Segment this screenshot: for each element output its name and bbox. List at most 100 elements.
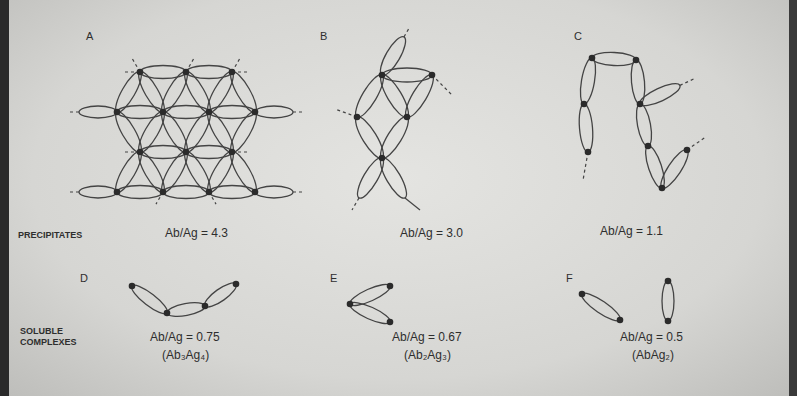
antibody-ellipse: [657, 146, 693, 191]
chain-c: [578, 52, 705, 192]
formula-label: (AbAg₂): [632, 348, 674, 362]
antigen-dot: [581, 101, 588, 108]
antibody-ellipse: [255, 186, 293, 198]
antigen-dot: [387, 319, 394, 326]
ratio-label: Ab/Ag = 0.67: [392, 330, 462, 344]
antibody-ellipse: [578, 103, 595, 152]
antigen-dot: [114, 109, 121, 116]
antigen-dot: [665, 318, 672, 325]
antibody-ellipse: [163, 106, 209, 119]
antibody-ellipse: [348, 299, 393, 328]
antibody-ellipse: [203, 149, 237, 195]
antibody-ellipse: [376, 113, 413, 161]
antibody-ellipse: [376, 71, 413, 120]
antibody-ellipse: [348, 281, 393, 310]
lattice-continuation: [583, 152, 588, 180]
antibody-ellipse: [376, 33, 410, 78]
antibody-ellipse: [634, 103, 655, 147]
antigen-dot: [684, 147, 691, 154]
antibody-ellipse: [117, 106, 163, 119]
page-edge: [789, 0, 797, 396]
lattice-continuation: [432, 75, 453, 96]
antibody-ellipse: [226, 109, 260, 155]
antibody-ellipse: [351, 71, 388, 120]
antibody-ellipse: [592, 52, 637, 67]
antigen-dot: [129, 283, 136, 290]
antigen-dot: [229, 69, 236, 76]
antibody-ellipse: [637, 80, 682, 110]
antibody-ellipse: [186, 66, 232, 79]
page-edge: [0, 0, 9, 396]
antigen-dot: [137, 149, 144, 156]
lattice-a: [67, 58, 305, 204]
antibody-ellipse: [111, 109, 145, 155]
ratio-label: Ab/Ag = 0.75: [150, 330, 220, 344]
antibody-ellipse: [134, 109, 168, 155]
antigen-dot: [183, 69, 190, 76]
lattice-b: [336, 28, 453, 210]
antibody-ellipse: [140, 146, 186, 159]
antibody-ellipse: [226, 149, 260, 195]
antibody-ellipse: [117, 186, 163, 199]
panel-letter: D: [80, 272, 88, 285]
antibody-ellipse: [255, 106, 293, 118]
antigen-dot: [633, 57, 640, 64]
panel-letter: E: [330, 272, 337, 285]
antibody-ellipse: [128, 281, 170, 318]
lattice-line: [405, 198, 420, 210]
antibody-ellipse: [79, 106, 117, 118]
lattice-continuation: [293, 111, 305, 112]
antigen-dot: [379, 155, 386, 162]
antibody-ellipse: [163, 186, 209, 199]
antibody-ellipse: [226, 69, 260, 115]
panel-letter: F: [566, 272, 573, 285]
panel-letter: A: [86, 30, 93, 43]
antigen-dot: [354, 114, 361, 121]
antigen-dot: [659, 185, 666, 192]
antibody-ellipse: [180, 149, 214, 195]
antigen-dot: [160, 189, 167, 196]
antibody-ellipse: [578, 57, 599, 105]
antigen-dot: [206, 189, 213, 196]
antibody-ellipse: [111, 149, 145, 195]
antibody-ellipse: [203, 109, 237, 155]
antigen-dot: [347, 301, 354, 308]
row-heading: SOLUBLE COMPLEXES: [20, 326, 100, 348]
ratio-label: Ab/Ag = 0.5: [620, 330, 683, 344]
antibody-ellipse: [209, 186, 255, 199]
antibody-ellipse: [166, 300, 206, 319]
antigen-dot: [114, 189, 121, 196]
antibody-ellipse: [186, 146, 232, 159]
antibody-ellipse: [202, 279, 240, 311]
antigen-dot: [579, 291, 586, 298]
antibody-ellipse: [134, 69, 168, 115]
antigen-dot: [665, 278, 672, 285]
antigen-dot: [252, 189, 259, 196]
ratio-label: Ab/Ag = 4.3: [165, 226, 228, 240]
antigen-dot: [387, 283, 394, 290]
complex-e: [347, 281, 394, 328]
antibody-ellipse: [642, 144, 668, 190]
ratio-label: Ab/Ag = 3.0: [400, 226, 463, 240]
antigen-dot: [617, 317, 624, 324]
antibody-ellipse: [382, 68, 432, 82]
panel-letter: B: [320, 30, 327, 43]
antigen-dot: [585, 149, 592, 156]
antibody-ellipse: [401, 71, 438, 120]
antigen-dot: [206, 109, 213, 116]
antibody-ellipse: [111, 69, 145, 115]
antibody-ellipse: [209, 106, 255, 119]
antibody-ellipse: [579, 289, 624, 325]
lattice-continuation: [680, 79, 695, 86]
antibody-ellipse: [79, 186, 117, 198]
lattice-continuation: [67, 111, 79, 112]
lattice-continuation: [293, 191, 305, 192]
complex-f: [579, 278, 674, 325]
complex-d: [128, 279, 239, 319]
antigen-dot: [379, 72, 386, 79]
ratio-label: Ab/Ag = 1.1: [600, 224, 663, 238]
row-heading: PRECIPITATES: [18, 230, 82, 241]
lattice-continuation: [404, 28, 409, 37]
antibody-ellipse: [157, 149, 191, 195]
